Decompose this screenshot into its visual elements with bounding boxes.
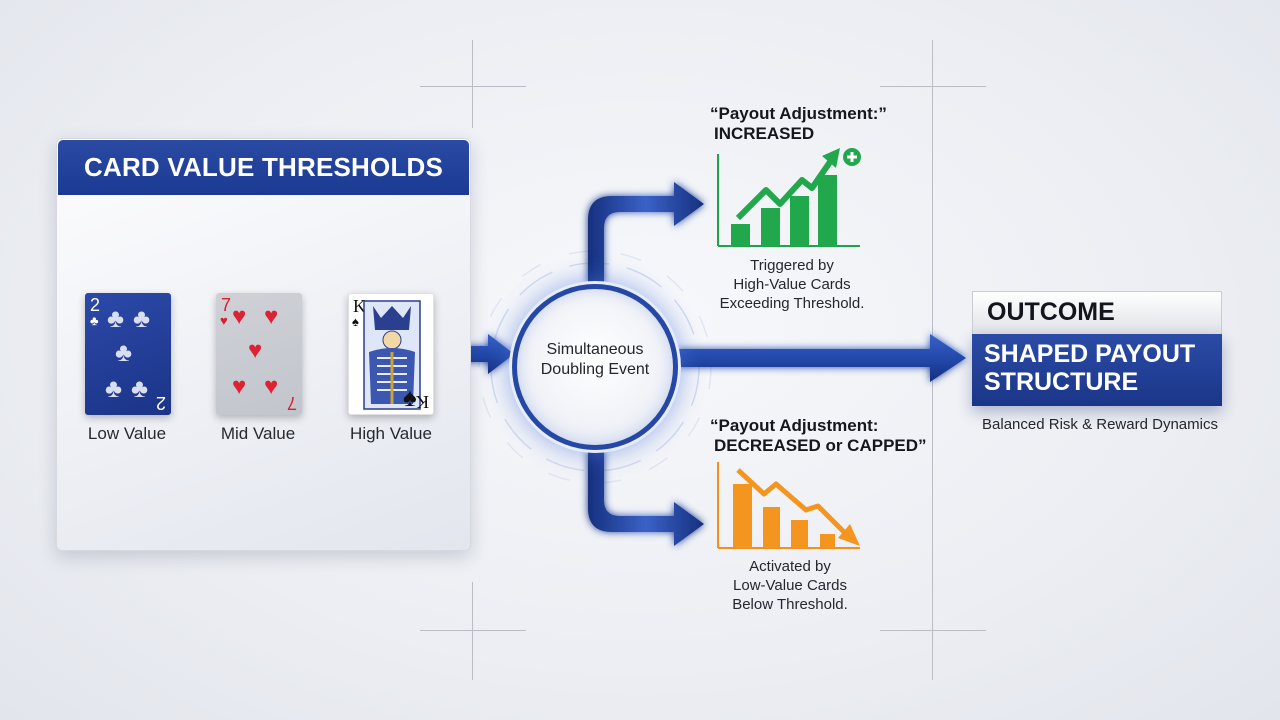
- guide-line: [420, 630, 526, 631]
- decrease-heading: “Payout Adjustment: DECREASED or CAPPED”: [710, 416, 927, 456]
- doubling-event-line: Doubling Event: [540, 361, 650, 378]
- card-rank: K: [353, 296, 366, 316]
- guide-line: [880, 630, 986, 631]
- playing-card-low: 2 ♣ ♣ ♣ ♣ ♣ ♣ 2: [85, 293, 171, 415]
- increase-note-line: Exceeding Threshold.: [719, 295, 865, 312]
- doubling-event-node: [512, 284, 678, 450]
- clubs-icon: ♣: [107, 303, 125, 333]
- spades-icon: ♠: [403, 382, 417, 412]
- decrease-note: Activated by Low-Value Cards Below Thres…: [680, 557, 900, 614]
- card-label-mid: Mid Value: [220, 424, 296, 443]
- panel-title: CARD VALUE THRESHOLDS: [58, 140, 469, 195]
- card-rank: K: [416, 392, 429, 412]
- guide-line: [420, 86, 526, 87]
- outcome-title: OUTCOME: [972, 291, 1222, 335]
- clubs-icon: ♣: [105, 373, 123, 403]
- king-figure-icon: [363, 300, 421, 410]
- bar-chart-trending-up-icon: [717, 148, 861, 247]
- guide-line: [880, 86, 986, 87]
- guide-line: [472, 40, 473, 128]
- hearts-icon: ♥: [232, 373, 247, 400]
- bar-chart-trending-down-icon: [717, 462, 860, 549]
- hearts-icon: ♥: [264, 303, 279, 330]
- outcome-caption: Balanced Risk & Reward Dynamics: [982, 416, 1218, 433]
- hearts-icon: ♥: [232, 303, 247, 330]
- branch-down-arrow: [588, 450, 704, 546]
- card-label-low: Low Value: [87, 424, 167, 443]
- clubs-icon: ♣: [90, 313, 99, 328]
- decrease-note-line: Below Threshold.: [732, 596, 848, 613]
- playing-card-high: K ♠ ♠ K: [348, 293, 434, 415]
- outcome-value: SHAPED PAYOUT STRUCTURE: [972, 334, 1222, 406]
- hearts-icon: ♥: [264, 373, 279, 400]
- branch-up-arrow: [588, 182, 704, 284]
- clubs-icon: ♣: [115, 337, 133, 367]
- decrease-note-line: Low-Value Cards: [733, 577, 847, 594]
- increase-heading-line: “Payout Adjustment:”: [710, 104, 887, 123]
- clubs-icon: ♣: [131, 373, 149, 403]
- outcome-value-line: STRUCTURE: [984, 368, 1139, 396]
- outcome-value-line: SHAPED PAYOUT: [984, 340, 1196, 368]
- decrease-heading-line: DECREASED or CAPPED”: [714, 436, 927, 455]
- card-label-high: High Value: [350, 424, 432, 443]
- increase-note: Triggered by High-Value Cards Exceeding …: [682, 256, 902, 313]
- card-rank: 2: [90, 295, 101, 315]
- increase-note-line: High-Value Cards: [733, 276, 851, 293]
- hearts-icon: ♥: [220, 313, 228, 328]
- decrease-heading-line: “Payout Adjustment:: [710, 416, 879, 435]
- card-rank: 7: [221, 295, 232, 315]
- card-rank: 2: [155, 393, 166, 413]
- increase-note-line: Triggered by: [750, 257, 834, 274]
- decrease-note-line: Activated by: [749, 558, 831, 575]
- spades-icon: ♠: [352, 314, 359, 329]
- main-output-arrow: [678, 334, 966, 382]
- increase-heading: “Payout Adjustment:” INCREASED: [710, 104, 887, 144]
- card-rank: 7: [286, 393, 297, 413]
- playing-card-mid: 7 ♥ ♥ ♥ ♥ ♥ ♥ 7: [216, 293, 302, 415]
- guide-line: [472, 582, 473, 680]
- doubling-event-label: Simultaneous Doubling Event: [512, 340, 678, 380]
- doubling-event-line: Simultaneous: [546, 341, 644, 358]
- increase-heading-line: INCREASED: [714, 124, 815, 143]
- hearts-icon: ♥: [248, 337, 263, 364]
- clubs-icon: ♣: [133, 303, 151, 333]
